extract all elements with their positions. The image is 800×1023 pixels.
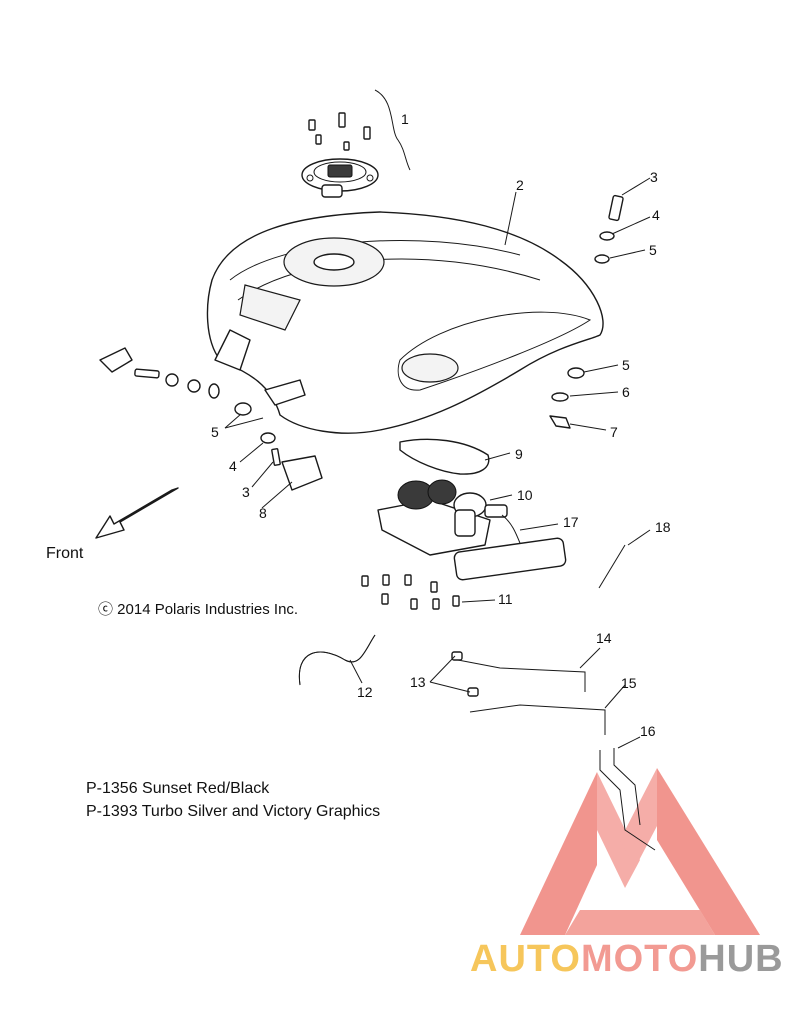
callout-3: 3	[242, 484, 250, 500]
callout-15: 15	[621, 675, 637, 691]
variant-label: P-1393 Turbo Silver and Victory Graphics	[86, 803, 381, 820]
tank-rear-fasteners	[594, 194, 624, 264]
vent-lines	[451, 651, 656, 851]
watermark-part: AUTO	[470, 938, 581, 980]
callout-14: 14	[596, 630, 612, 646]
callout-10: 10	[517, 487, 533, 503]
watermark-logo-icon	[520, 768, 760, 935]
copyright-notice: ⓒ 2014 Polaris Industries Inc.	[98, 601, 299, 618]
pump-screws	[361, 574, 460, 610]
callout-2: 2	[516, 177, 524, 193]
fuel-hose	[298, 634, 376, 686]
front-arrow-icon	[95, 487, 179, 539]
callout-4: 4	[229, 458, 237, 474]
front-mount-parts	[99, 347, 323, 491]
fuel-pump-module	[377, 479, 526, 556]
callout-13: 13	[410, 674, 426, 690]
sensor-rod	[598, 544, 626, 589]
watermark-brand: AUTOMOTOHUB	[470, 938, 784, 981]
callout-17: 17	[563, 514, 579, 530]
callout-12: 12	[357, 684, 373, 700]
cap-screws	[308, 112, 371, 151]
callout-1: 1	[401, 111, 409, 127]
callout-leaders	[224, 177, 651, 749]
callout-5: 5	[622, 357, 630, 373]
callout-18: 18	[655, 519, 671, 535]
callout-16: 16	[640, 723, 656, 739]
fuel-sender	[453, 537, 567, 581]
callout-11: 11	[498, 591, 513, 607]
gasket	[399, 438, 490, 475]
fuel-tank	[206, 211, 604, 434]
leader-1	[374, 89, 411, 171]
callout-3: 3	[650, 169, 658, 185]
callout-9: 9	[515, 446, 523, 462]
callout-8: 8	[259, 505, 267, 521]
watermark-part: HUB	[698, 938, 784, 980]
tank-side-fasteners	[549, 367, 585, 429]
callout-7: 7	[610, 424, 618, 440]
callout-4: 4	[652, 207, 660, 223]
callout-5: 5	[211, 424, 219, 440]
front-label: Front	[46, 545, 84, 562]
fuel-cap-assembly	[301, 158, 379, 198]
callout-6: 6	[622, 384, 630, 400]
variant-label: P-1356 Sunset Red/Black	[86, 780, 270, 797]
watermark-part: MOTO	[580, 938, 699, 980]
callout-5: 5	[649, 242, 657, 258]
